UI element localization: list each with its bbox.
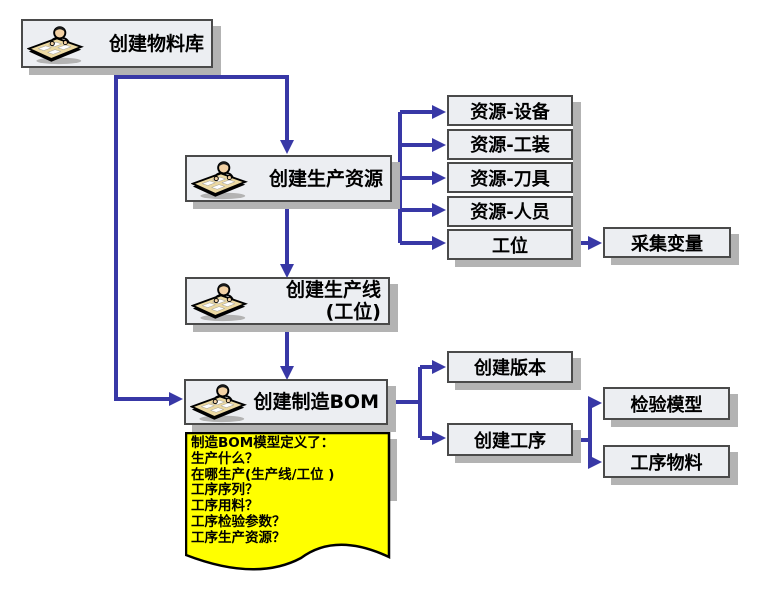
node-label: 创建制造BOM <box>253 391 379 413</box>
person-at-map-icon <box>190 384 247 423</box>
note-line: 工序用料？ <box>191 498 259 515</box>
note-line: 生产什么？ <box>191 450 259 467</box>
node-inspection-model: 检验模型 <box>603 387 730 420</box>
note-line: 工序生产资源？ <box>191 529 286 546</box>
node-production-line: 创建生产线(工位) <box>185 277 390 325</box>
note-document-shape <box>184 431 397 571</box>
note-line: 工序序列？ <box>191 482 259 499</box>
node-resource-personnel: 资源-人员 <box>447 195 573 227</box>
node-workstation: 工位 <box>447 229 573 260</box>
person-at-map-icon <box>27 25 84 64</box>
resource-stack: 资源-设备 资源-工装 资源-刀具 资源-人员 工位 <box>447 95 573 260</box>
note-line: 在哪生产(生产线/工位 ) <box>191 466 335 483</box>
node-material-library: 创建物料库 <box>21 19 213 68</box>
node-label: 创建物料库 <box>108 32 204 55</box>
node-resource-tooling: 资源-工装 <box>447 128 573 160</box>
node-manufacturing-bom: 创建制造BOM <box>184 379 388 425</box>
person-at-map-icon <box>191 283 248 322</box>
node-resource-cutter: 资源-刀具 <box>447 162 573 193</box>
node-resource-equipment: 资源-设备 <box>447 95 573 126</box>
node-label: 创建生产线(工位) <box>249 279 388 323</box>
note-line: 工序检验参数？ <box>191 513 286 530</box>
node-label: 创建生产资源 <box>268 167 383 190</box>
production-line-line1: 创建生产线 <box>285 279 381 301</box>
note-line: 制造BOM模型定义了： <box>191 435 335 451</box>
node-production-resource: 创建生产资源 <box>185 155 392 202</box>
node-create-version: 创建版本 <box>447 351 573 383</box>
bom-definition-note <box>184 431 401 582</box>
node-process-material: 工序物料 <box>603 445 730 478</box>
node-collect-variable: 采集变量 <box>603 227 731 258</box>
production-line-line2: (工位) <box>325 301 381 323</box>
person-at-map-icon <box>191 160 248 199</box>
node-create-process: 创建工序 <box>447 423 573 456</box>
note-text: 制造BOM模型定义了： 生产什么？ 在哪生产(生产线/工位 ) 工序序列？ 工序… <box>191 435 383 547</box>
